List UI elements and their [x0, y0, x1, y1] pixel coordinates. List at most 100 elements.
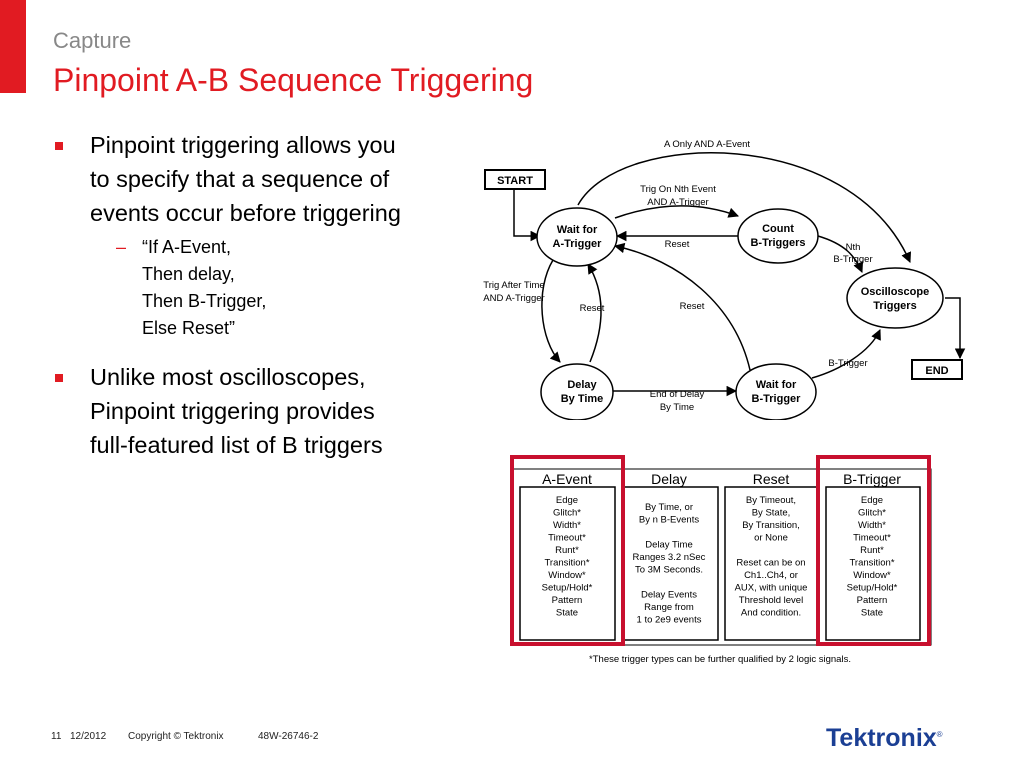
state-oscilloscope: Oscilloscope Triggers: [846, 267, 944, 329]
label-reset-mid: Reset: [680, 301, 705, 312]
a-event-item: Setup/Hold*: [542, 583, 593, 594]
state-delay: Delay By Time: [540, 363, 614, 420]
sub-bullet-line: Then delay,: [142, 264, 235, 284]
logo-text: Tektronix: [826, 724, 937, 752]
bullet-pinpoint: Pinpoint triggering allows you to specif…: [50, 128, 475, 230]
a-event-item: Timeout*: [548, 533, 586, 544]
header-b-trigger: B-Trigger: [843, 471, 901, 487]
reset-mid-arrow: [613, 242, 751, 371]
b-trigger-arrow: [811, 329, 881, 379]
footer-page: 11: [51, 731, 62, 742]
a-event-item: Runt*: [555, 545, 579, 556]
b-trigger-item: Window*: [853, 570, 891, 581]
b-trigger-item: Edge: [861, 495, 883, 506]
tektronix-logo: Tektronix®: [826, 724, 943, 753]
header-reset: Reset: [753, 471, 790, 487]
reset-item: AUX, with unique: [735, 583, 808, 594]
a-event-item: Width*: [553, 520, 581, 531]
bullet-square-icon: [55, 374, 63, 382]
reset-item: By Transition,: [742, 520, 800, 531]
reset-item: Reset can be on: [736, 558, 805, 569]
footer-doc-number: 48W-26746-2: [258, 731, 319, 742]
delay-item: Ranges 3.2 nSec: [633, 552, 706, 563]
state-wait-a-label: A-Trigger: [553, 238, 603, 250]
reset-item: or None: [754, 533, 788, 544]
cell-reset: [724, 486, 818, 641]
a-event-item: Edge: [556, 495, 578, 506]
delay-item: Range from: [644, 602, 694, 613]
state-delay-label: By Time: [561, 393, 604, 405]
footer-copyright: Copyright © Tektronix: [128, 731, 224, 742]
a-event-item: Window*: [548, 570, 586, 581]
state-wait-a-label: Wait for: [557, 224, 598, 236]
bullet-list: Pinpoint triggering allows you to specif…: [50, 128, 475, 462]
state-count-b: Count B-Triggers: [737, 208, 819, 264]
label-reset-left: Reset: [580, 303, 605, 314]
state-diagram: START END Wait for A-Trigger Count B-Tri…: [483, 139, 966, 420]
delay-item: Delay Time: [645, 540, 693, 551]
delay-item: 1 to 2e9 events: [637, 615, 702, 626]
a-event-item: State: [556, 608, 578, 619]
header-a-event: A-Event: [542, 471, 592, 487]
delay-item: To 3M Seconds.: [635, 565, 703, 576]
delay-item: By n B-Events: [639, 515, 699, 526]
reset-item: By Timeout,: [746, 495, 796, 506]
sub-bullet-line: Else Reset”: [142, 318, 236, 338]
state-wait-a: Wait for A-Trigger: [536, 207, 618, 267]
slide-title: Pinpoint A-B Sequence Triggering: [53, 62, 534, 98]
b-trigger-item: Pattern: [857, 595, 888, 606]
state-count-b-label: B-Triggers: [750, 237, 805, 249]
bullet-unlike: Unlike most oscilloscopes, Pinpoint trig…: [50, 360, 475, 462]
b-trigger-item: Runt*: [860, 545, 884, 556]
label-trig-nth: Trig On Nth Event: [640, 184, 716, 195]
label-trig-after: Trig After Time: [483, 280, 544, 291]
state-wait-b-label: Wait for: [756, 379, 797, 391]
trig-after-arrow: [541, 259, 561, 363]
state-delay-label: Delay: [567, 379, 597, 391]
trigger-table: A-Event Delay Reset B-Trigger EdgeGlitch…: [510, 455, 932, 665]
label-nth: Nth: [846, 242, 861, 253]
cell-delay: [622, 486, 719, 641]
footer-date: 12/2012: [70, 731, 107, 742]
end-arrow: [945, 297, 966, 360]
nth-b-arrow: [817, 235, 864, 273]
a-event-item: Transition*: [544, 558, 589, 569]
sub-bullet-line: “If A-Event,: [142, 237, 232, 257]
label-a-only: A Only AND A-Event: [664, 139, 750, 150]
state-count-b-label: Count: [762, 223, 794, 235]
b-trigger-item: Glitch*: [858, 508, 886, 519]
bullet-square-icon: [55, 142, 63, 150]
reset-item: Ch1..Ch4, or: [744, 570, 798, 581]
bullet-line: events occur before triggering: [90, 200, 401, 226]
reset-item: And condition.: [741, 608, 801, 619]
b-trigger-item: Setup/Hold*: [847, 583, 898, 594]
header-delay: Delay: [651, 471, 687, 487]
bullet-line: to specify that a sequence of: [90, 166, 390, 192]
delay-item: By Time, or: [645, 502, 693, 513]
state-wait-b: Wait for B-Trigger: [735, 363, 817, 420]
bullet-line: Unlike most oscilloscopes,: [90, 364, 366, 390]
label-trig-nth: AND A-Trigger: [647, 197, 708, 208]
highlight-a-event: [510, 455, 625, 646]
b-trigger-item: Timeout*: [853, 533, 891, 544]
b-trigger-item: State: [861, 608, 883, 619]
state-wait-b-label: B-Trigger: [752, 393, 802, 405]
label-b-trigger: B-Trigger: [828, 358, 867, 369]
label-end-delay: By Time: [660, 402, 694, 413]
b-trigger-item: Width*: [858, 520, 886, 531]
dash-icon: –: [116, 237, 127, 257]
cell-a-event: [519, 486, 616, 641]
label-trig-after: AND A-Trigger: [483, 293, 544, 304]
sub-bullet-line: Then B-Trigger,: [142, 291, 267, 311]
accent-bar: [0, 0, 26, 93]
b-trigger-item: Transition*: [849, 558, 894, 569]
end-label: END: [925, 365, 948, 377]
reset-left-arrow: [587, 263, 602, 363]
registered-mark: ®: [936, 730, 943, 739]
reset-item: By State,: [752, 508, 791, 519]
start-arrow: [513, 190, 542, 242]
bullet-line: full-featured list of B triggers: [90, 432, 383, 458]
start-box: [484, 169, 546, 190]
bullet-line: Pinpoint triggering provides: [90, 398, 375, 424]
state-osc-label: Triggers: [873, 300, 916, 312]
